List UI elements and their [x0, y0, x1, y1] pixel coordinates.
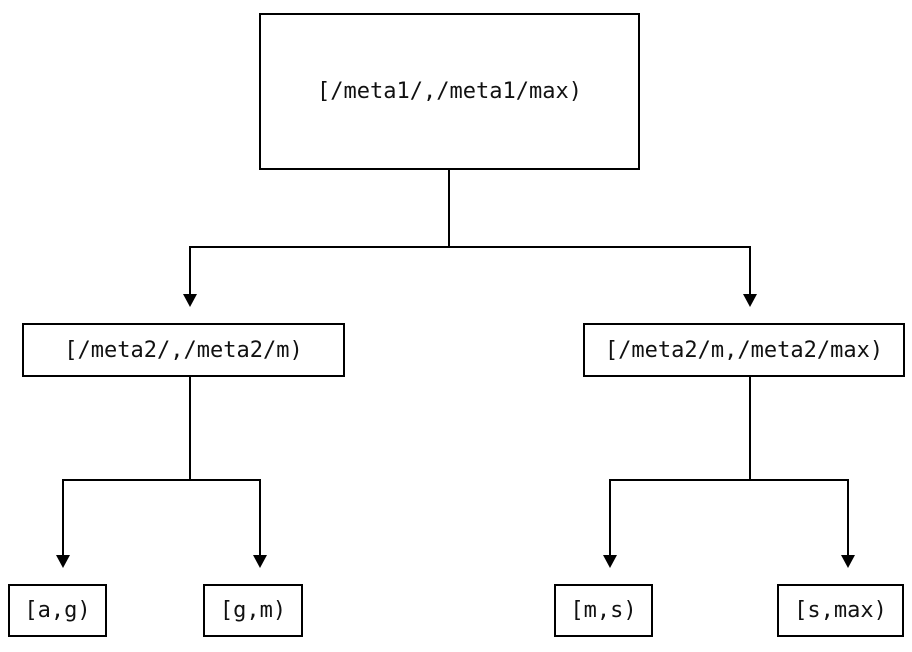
- node-root-label: [/meta1/,/meta1/max): [317, 79, 582, 104]
- node-root: [/meta1/,/meta1/max): [259, 13, 640, 170]
- node-leaf-ms: [m,s): [554, 584, 653, 637]
- node-leaf-ag-label: [a,g): [24, 598, 91, 623]
- arrowhead-icon: [841, 555, 855, 568]
- node-leaf-smax-label: [s,max): [794, 598, 887, 623]
- arrowhead-icon: [56, 555, 70, 568]
- node-leaf-ag: [a,g): [8, 584, 107, 637]
- arrowhead-icon: [183, 294, 197, 307]
- node-meta2-low: [/meta2/,/meta2/m): [22, 323, 345, 377]
- node-leaf-ms-label: [m,s): [570, 598, 637, 623]
- node-meta2-high-label: [/meta2/m,/meta2/max): [604, 337, 884, 363]
- node-leaf-smax: [s,max): [777, 584, 904, 637]
- arrowhead-icon: [253, 555, 267, 568]
- arrowhead-icon: [603, 555, 617, 568]
- node-leaf-gm: [g,m): [203, 584, 303, 637]
- node-meta2-high: [/meta2/m,/meta2/max): [583, 323, 905, 377]
- node-meta2-low-label: [/meta2/,/meta2/m): [64, 337, 303, 363]
- arrowhead-icon: [743, 294, 757, 307]
- node-leaf-gm-label: [g,m): [219, 598, 287, 623]
